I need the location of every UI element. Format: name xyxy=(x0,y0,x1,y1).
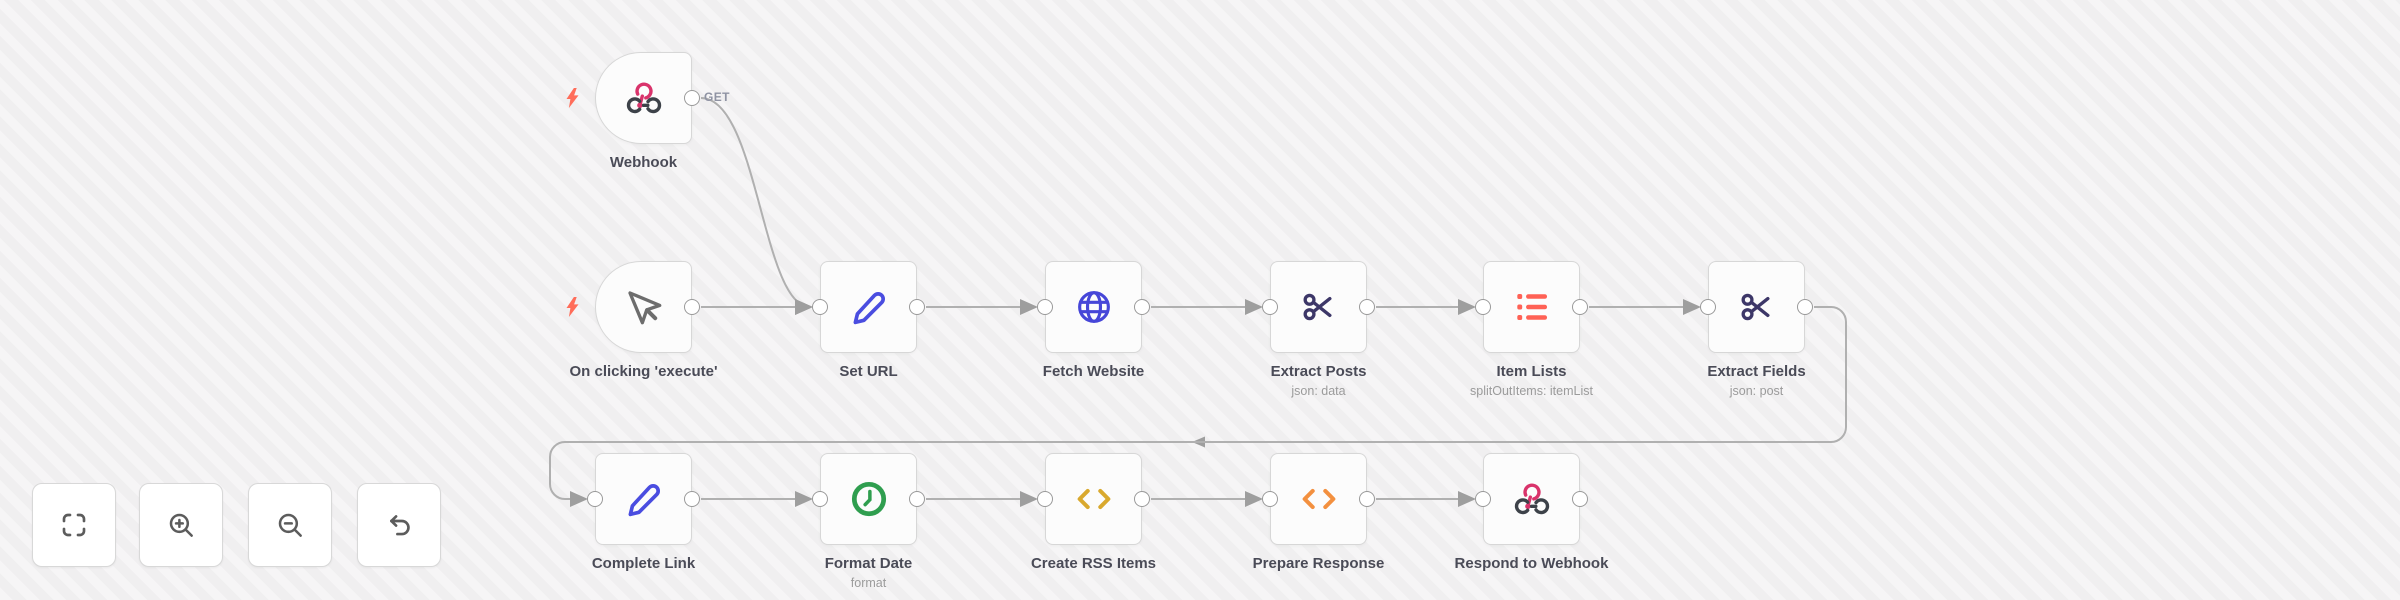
webhook-icon xyxy=(1511,478,1553,520)
node-label-complete-link: Complete Link xyxy=(591,555,696,572)
node-label-item-lists: Item Lists xyxy=(1496,363,1567,380)
node-sublabel-format-date: format xyxy=(850,576,887,590)
node-sublabel-extract-posts: json: data xyxy=(1291,384,1346,398)
output-port-prepare-response[interactable] xyxy=(1359,491,1375,507)
node-fetch-website[interactable] xyxy=(1045,261,1142,353)
node-sublabel-item-lists: splitOutItems: itemList xyxy=(1470,384,1593,398)
output-port-format-date[interactable] xyxy=(909,491,925,507)
input-port-extract-fields[interactable] xyxy=(1700,299,1716,315)
scissors-icon xyxy=(1736,286,1778,328)
expand-icon xyxy=(58,509,90,541)
node-webhook[interactable] xyxy=(595,52,692,144)
pencil-icon xyxy=(623,478,665,520)
node-manual-trigger[interactable] xyxy=(595,261,692,353)
node-label-create-rss-items: Create RSS Items xyxy=(1030,555,1157,572)
node-label-prepare-response: Prepare Response xyxy=(1252,555,1385,572)
lightning-bolt-icon xyxy=(565,88,580,108)
input-port-set-url[interactable] xyxy=(812,299,828,315)
node-sublabel-extract-fields: json: post xyxy=(1729,384,1784,398)
clock-icon xyxy=(848,478,890,520)
node-label-format-date: Format Date xyxy=(824,555,913,572)
node-label-extract-fields: Extract Fields xyxy=(1707,363,1806,380)
output-port-manual-trigger[interactable] xyxy=(684,299,700,315)
output-port-item-lists[interactable] xyxy=(1572,299,1588,315)
node-label-manual-trigger: On clicking 'execute' xyxy=(569,363,718,380)
node-extract-posts[interactable] xyxy=(1270,261,1367,353)
input-port-extract-posts[interactable] xyxy=(1262,299,1278,315)
node-label-set-url: Set URL xyxy=(839,363,898,380)
webhook-icon xyxy=(623,77,665,119)
node-item-lists[interactable] xyxy=(1483,261,1580,353)
code-icon xyxy=(1073,478,1115,520)
output-port-label-webhook: GET xyxy=(704,90,730,104)
lightning-bolt-icon xyxy=(565,297,580,317)
input-port-fetch-website[interactable] xyxy=(1037,299,1053,315)
input-port-prepare-response[interactable] xyxy=(1262,491,1278,507)
input-port-format-date[interactable] xyxy=(812,491,828,507)
zoom-in-button[interactable] xyxy=(139,483,223,567)
zoom-out-icon xyxy=(274,509,306,541)
node-label-respond-to-webhook: Respond to Webhook xyxy=(1454,555,1609,572)
node-set-url[interactable] xyxy=(820,261,917,353)
globe-icon xyxy=(1073,286,1115,328)
node-label-extract-posts: Extract Posts xyxy=(1270,363,1367,380)
input-port-create-rss-items[interactable] xyxy=(1037,491,1053,507)
node-label-fetch-website: Fetch Website xyxy=(1042,363,1145,380)
code-icon xyxy=(1298,478,1340,520)
scissors-icon xyxy=(1298,286,1340,328)
cursor-icon xyxy=(623,286,665,328)
output-port-webhook[interactable] xyxy=(684,90,700,106)
output-port-extract-fields[interactable] xyxy=(1797,299,1813,315)
node-complete-link[interactable] xyxy=(595,453,692,545)
node-extract-fields[interactable] xyxy=(1708,261,1805,353)
output-port-create-rss-items[interactable] xyxy=(1134,491,1150,507)
zoom-in-icon xyxy=(165,509,197,541)
node-create-rss-items[interactable] xyxy=(1045,453,1142,545)
output-port-set-url[interactable] xyxy=(909,299,925,315)
fit-view-button[interactable] xyxy=(32,483,116,567)
pencil-icon xyxy=(848,286,890,328)
node-format-date[interactable] xyxy=(820,453,917,545)
input-port-item-lists[interactable] xyxy=(1475,299,1491,315)
node-prepare-response[interactable] xyxy=(1270,453,1367,545)
output-port-fetch-website[interactable] xyxy=(1134,299,1150,315)
output-port-respond-to-webhook[interactable] xyxy=(1572,491,1588,507)
input-port-respond-to-webhook[interactable] xyxy=(1475,491,1491,507)
input-port-complete-link[interactable] xyxy=(587,491,603,507)
list-icon xyxy=(1511,286,1553,328)
node-label-webhook: Webhook xyxy=(609,154,678,171)
reset-zoom-button[interactable] xyxy=(357,483,441,567)
output-port-complete-link[interactable] xyxy=(684,491,700,507)
node-respond-to-webhook[interactable] xyxy=(1483,453,1580,545)
undo-icon xyxy=(383,509,415,541)
zoom-out-button[interactable] xyxy=(248,483,332,567)
output-port-extract-posts[interactable] xyxy=(1359,299,1375,315)
